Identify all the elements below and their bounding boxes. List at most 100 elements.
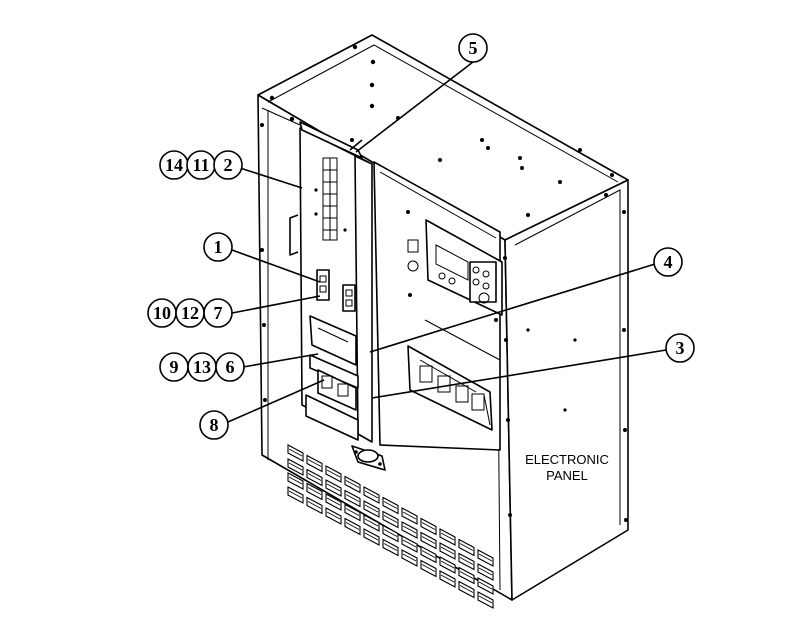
foot-bracket xyxy=(351,445,386,471)
vent-slot-line xyxy=(402,525,417,534)
vent-slot-line xyxy=(459,557,474,565)
callout-7-label: 7 xyxy=(214,303,223,323)
callout-2-label: 2 xyxy=(224,155,233,175)
top-screws xyxy=(269,44,614,217)
top-rim xyxy=(267,44,619,183)
callout-4: 4 xyxy=(653,247,683,277)
vent-slot xyxy=(382,496,399,515)
callout-12: 12 xyxy=(175,298,205,328)
vent-slot-line xyxy=(459,585,474,593)
vent-slot xyxy=(306,496,323,515)
vent-slot xyxy=(458,552,475,571)
vent-slot xyxy=(344,475,361,494)
vent-slot-line xyxy=(364,490,379,499)
vent-slot xyxy=(382,510,399,529)
vent-slot-line xyxy=(307,473,322,481)
cabinet-side-face xyxy=(504,179,629,601)
vent-slot xyxy=(363,500,380,518)
callout-8-label: 8 xyxy=(210,415,219,435)
vent-slot-line xyxy=(478,553,493,562)
front-top-lip xyxy=(261,107,301,126)
vent-slot-line xyxy=(364,532,379,541)
side-inner-edge xyxy=(514,189,621,525)
callout-12-label: 12 xyxy=(181,303,199,323)
vent-slot xyxy=(458,566,475,585)
vent-slot-line xyxy=(288,476,303,485)
vent-slot xyxy=(401,535,418,553)
vent-slot-line xyxy=(421,536,436,544)
leader-3 xyxy=(371,349,667,399)
vent-slot-line xyxy=(440,532,455,541)
vent-slot-line xyxy=(383,515,398,523)
vent-slot-line xyxy=(326,469,341,478)
leader-lines xyxy=(227,61,667,423)
vent-slot xyxy=(477,563,494,581)
vent-slot xyxy=(287,472,304,490)
vent-slot-line xyxy=(440,574,455,583)
vent-slot-line xyxy=(459,543,474,551)
vent-slot-line xyxy=(307,459,322,467)
vent-slot xyxy=(420,545,437,564)
vent-slot-line xyxy=(307,501,322,509)
callout-1-label: 1 xyxy=(214,237,223,257)
vent-slot-line xyxy=(383,529,398,537)
callout-1: 1 xyxy=(203,232,233,262)
vent-slot xyxy=(287,458,304,476)
callout-10-label: 10 xyxy=(153,303,171,323)
edge-screws xyxy=(260,123,628,522)
circuit-breaker-panel xyxy=(299,121,373,443)
connector-lower xyxy=(342,284,356,312)
vent-slot xyxy=(420,517,437,536)
fuse-block xyxy=(317,369,357,411)
vent-slot-line xyxy=(326,511,341,520)
callout-9: 9 xyxy=(159,352,189,382)
vent-slot-line xyxy=(421,522,436,530)
vent-slot xyxy=(306,482,323,501)
vent-slot xyxy=(439,542,456,560)
vent-slot xyxy=(325,493,342,511)
vent-slot xyxy=(363,528,380,546)
vent-slot xyxy=(420,559,437,578)
callout-5: 5 xyxy=(458,33,488,63)
leader-1 xyxy=(231,249,321,283)
panel-label-line2: PANEL xyxy=(546,468,588,483)
vent-slot xyxy=(401,521,418,539)
vent-slot-line xyxy=(345,480,360,488)
callout-3: 3 xyxy=(665,333,695,363)
vent-slot xyxy=(344,489,361,508)
vent-slot xyxy=(344,517,361,536)
vent-slot-line xyxy=(421,564,436,572)
callout-13-label: 13 xyxy=(193,357,211,377)
vent-slot-line xyxy=(478,595,493,604)
controller-housing xyxy=(373,161,503,451)
leader-5 xyxy=(355,61,474,153)
vent-slot xyxy=(382,538,399,557)
vent-slot xyxy=(477,577,494,595)
vent-slot-line xyxy=(326,497,341,506)
callout-7: 7 xyxy=(203,298,233,328)
vent-slot xyxy=(477,549,494,567)
callout-11-label: 11 xyxy=(192,155,209,175)
vent-slot-line xyxy=(478,567,493,576)
vent-slot xyxy=(325,507,342,525)
vent-slot-line xyxy=(288,490,303,499)
vent-slot-line xyxy=(440,546,455,555)
vent-slot xyxy=(439,570,456,588)
callout-13: 13 xyxy=(187,352,217,382)
vent-slot xyxy=(325,465,342,483)
vent-slot-line xyxy=(307,487,322,495)
ventilation-grille xyxy=(287,444,494,609)
callout-2: 2 xyxy=(213,150,243,180)
vent-slot-line xyxy=(288,448,303,457)
vent-slot-line xyxy=(364,504,379,513)
vent-slot xyxy=(401,549,418,567)
left-bracket xyxy=(289,214,299,256)
callout-5-label: 5 xyxy=(469,38,478,58)
callout-14: 14 xyxy=(159,150,189,180)
vent-slot-line xyxy=(326,483,341,492)
leader-7 xyxy=(231,295,321,314)
vent-slot xyxy=(363,486,380,504)
vent-slot-line xyxy=(383,543,398,551)
vent-slot-line xyxy=(478,581,493,590)
